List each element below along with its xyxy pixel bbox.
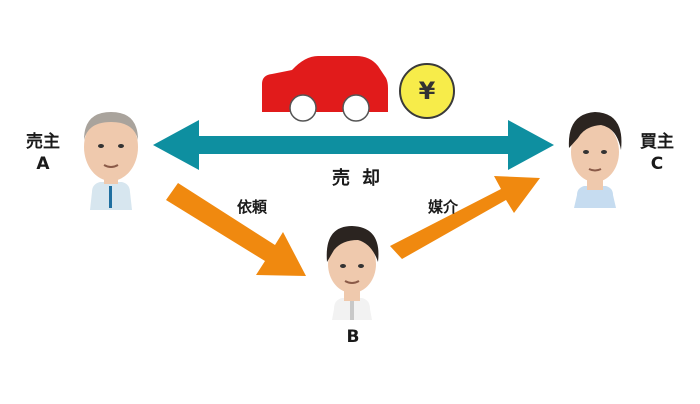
seller-label: 売主 A [18, 131, 68, 175]
sale-arrow [153, 120, 554, 170]
buyer-label: 買主 C [632, 131, 682, 175]
seller-label-role: 売主 [26, 132, 60, 152]
broker-arrow [390, 176, 540, 259]
car-icon [262, 56, 388, 122]
person-c-icon [568, 112, 622, 208]
buyer-label-role: 買主 [640, 132, 674, 152]
person-b-icon [326, 226, 379, 320]
person-a-icon [84, 112, 138, 210]
yen-coin-icon [399, 63, 455, 119]
sale-label: 売却 [332, 168, 392, 189]
request-label: 依頼 [236, 198, 267, 216]
broker-label: 媒介 [427, 198, 458, 216]
agent-label: B [346, 327, 360, 347]
seller-label-letter: A [36, 154, 50, 174]
request-arrow [166, 183, 306, 276]
buyer-label-letter: C [650, 154, 664, 174]
yen-symbol: ¥ [418, 77, 436, 105]
